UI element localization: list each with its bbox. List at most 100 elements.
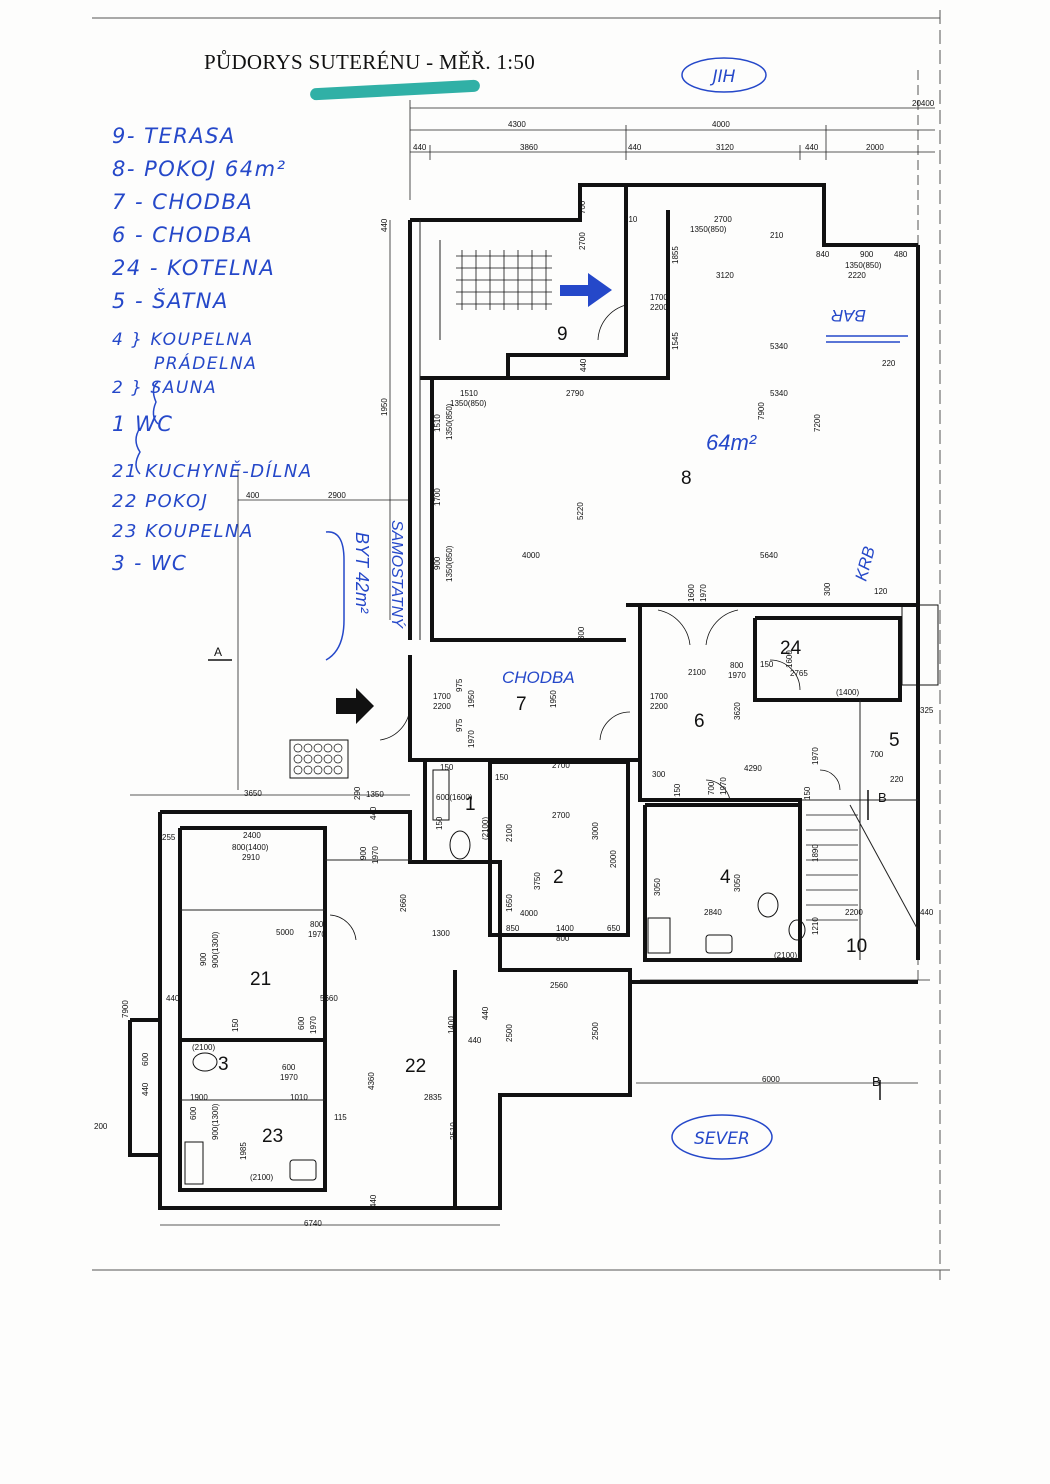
dimension-texts: 20400 4300 4000 440 3860 440 3120 440 20… xyxy=(94,99,935,1228)
staircase xyxy=(806,814,858,921)
dim: 2500 xyxy=(591,1022,600,1040)
section-b-mark: B xyxy=(872,1074,881,1089)
legend-item: 22 POKOJ xyxy=(112,491,209,512)
dim: 600 xyxy=(141,1052,150,1066)
dim: 1545 xyxy=(671,332,680,350)
dim: 6740 xyxy=(304,1219,322,1228)
dim: 440 xyxy=(369,806,378,820)
dim: (2100) xyxy=(250,1173,273,1182)
dim: 150 xyxy=(435,816,444,830)
legend-item: 1 WC xyxy=(112,412,174,436)
dim: (1400) xyxy=(836,688,859,697)
dim: (2100) xyxy=(481,817,490,840)
dim: 210 xyxy=(624,215,638,224)
room-number: 1 xyxy=(465,794,476,815)
dim: 440 xyxy=(628,143,642,152)
section-b-mark: B xyxy=(878,790,887,805)
dim: 900 xyxy=(359,846,368,860)
dim: 1970 xyxy=(467,730,476,748)
room-number: 8 xyxy=(681,468,692,489)
section-a-mark: A xyxy=(214,645,222,659)
dim: 210 xyxy=(770,231,784,240)
dim: 1700 xyxy=(433,692,451,701)
dim: 1970 xyxy=(699,584,708,602)
dim: 650 xyxy=(607,924,621,933)
room-number: 7 xyxy=(516,694,527,715)
dim: 1700 xyxy=(433,488,442,506)
dim: 1985 xyxy=(239,1142,248,1160)
dim: 1950 xyxy=(380,398,389,416)
room-number: 5 xyxy=(889,730,900,751)
dim: 5660 xyxy=(320,994,338,1003)
room-legend: 9- TERASA 8- POKOJ 64m² 7 - CHODBA 6 - C… xyxy=(112,124,313,584)
room-number: 2 xyxy=(553,867,564,888)
dim: 2000 xyxy=(866,143,884,152)
dim: 440 xyxy=(413,143,427,152)
dim: 440 xyxy=(920,908,934,917)
dim: 3120 xyxy=(716,271,734,280)
dim: 3050 xyxy=(733,874,742,892)
dim: 4000 xyxy=(522,551,540,560)
dim: 2835 xyxy=(424,1093,442,1102)
dim: 3620 xyxy=(733,702,742,720)
corridor-label: CHODBA xyxy=(502,668,575,687)
dim: 800 xyxy=(556,934,570,943)
dim: 6000 xyxy=(762,1075,780,1084)
door-mat xyxy=(289,739,349,779)
legend-item: 24 - KOTELNA xyxy=(112,256,276,280)
dim: 2700 xyxy=(552,811,570,820)
dim: 1970 xyxy=(280,1073,298,1082)
interior-lines xyxy=(180,220,919,1101)
dim: 1970 xyxy=(308,930,326,939)
dim: 4000 xyxy=(520,909,538,918)
blue-arrow xyxy=(560,273,612,307)
dim: 700 xyxy=(578,200,587,214)
dim: 440 xyxy=(369,1194,378,1208)
dim: 2200 xyxy=(650,303,668,312)
dim: 220 xyxy=(890,775,904,784)
room-number: 21 xyxy=(250,969,271,990)
dim: 120 xyxy=(874,587,888,596)
fireplace-label: KRB xyxy=(852,544,879,583)
outer-walls xyxy=(128,183,920,1210)
dim: 1900 xyxy=(190,1093,208,1102)
room-8-area: 64m² xyxy=(706,430,757,455)
dim: 440 xyxy=(380,218,389,232)
dim: 3000 xyxy=(591,822,600,840)
dim: 2765 xyxy=(790,669,808,678)
legend-item: 23 KOUPELNA xyxy=(112,521,254,542)
dim: 5340 xyxy=(770,389,788,398)
dim: 440 xyxy=(141,1082,150,1096)
dim: 300 xyxy=(652,770,666,779)
dim: 200 xyxy=(94,1122,108,1131)
dim: 900(1300) xyxy=(211,931,220,968)
dim: 440 xyxy=(805,143,819,152)
dim: 1950 xyxy=(467,690,476,708)
dim: 440 xyxy=(468,1036,482,1045)
dim: 2220 xyxy=(848,271,866,280)
flat-label: BYT 42m² xyxy=(352,532,372,614)
room-number: 4 xyxy=(720,867,731,888)
dim: 2840 xyxy=(704,908,722,917)
dim: 600(1600) xyxy=(436,793,473,802)
dim: 1970 xyxy=(728,671,746,680)
dim: 400 xyxy=(246,491,260,500)
dim: 4290 xyxy=(744,764,762,773)
legend-item: 6 - CHODBA xyxy=(112,223,254,247)
legend-item: 2 } SAUNA xyxy=(112,378,218,398)
dim: 440 xyxy=(481,1006,490,1020)
dim: 7900 xyxy=(121,1000,130,1018)
dim: 2560 xyxy=(550,981,568,990)
dim: 1970 xyxy=(811,747,820,765)
dim: 4360 xyxy=(367,1072,376,1090)
room-number: 10 xyxy=(846,936,867,957)
room-number: 22 xyxy=(405,1056,426,1077)
sanitary-fixtures xyxy=(184,604,939,1185)
dim: 1970 xyxy=(371,846,380,864)
dim: 1010 xyxy=(290,1093,308,1102)
dim: 1300 xyxy=(432,929,450,938)
dim: 2200 xyxy=(433,702,451,711)
dim: 1400 xyxy=(556,924,574,933)
room-number: 6 xyxy=(694,711,705,732)
